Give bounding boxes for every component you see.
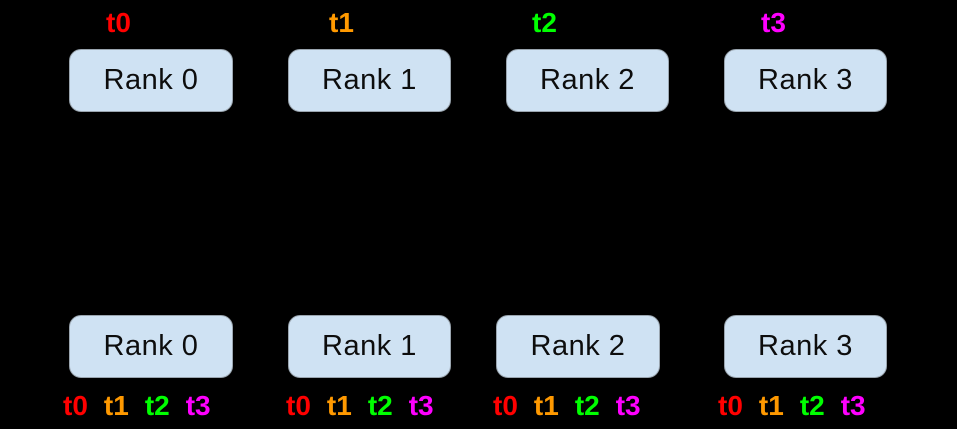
bottom-tensor-group-0: t0 t1 t2 t3 — [63, 390, 211, 422]
tensor-label-t1: t1 — [103, 390, 129, 421]
tensor-label-t1: t1 — [533, 390, 559, 421]
top-tensor-label-t2: t2 — [532, 7, 557, 38]
tensor-label-t3: t3 — [615, 390, 641, 421]
bottom-tensor-group-2: t0 t1 t2 t3 — [493, 390, 641, 422]
tensor-label-t3: t3 — [840, 390, 866, 421]
tensor-label-t2: t2 — [144, 390, 170, 421]
tensor-label-t2: t2 — [799, 390, 825, 421]
rank-box-bottom-1: Rank 1 — [288, 315, 451, 378]
tensor-label-t1: t1 — [758, 390, 784, 421]
rank-box-top-0: Rank 0 — [69, 49, 233, 112]
tensor-label-t0: t0 — [718, 390, 743, 421]
tensor-label-t3: t3 — [185, 390, 211, 421]
tensor-label-t3: t3 — [408, 390, 434, 421]
top-tensor-label-t1: t1 — [329, 7, 354, 38]
top-tensor-label-t0: t0 — [106, 7, 131, 38]
tensor-label-t1: t1 — [326, 390, 352, 421]
rank-box-top-1: Rank 1 — [288, 49, 451, 112]
bottom-tensor-group-3: t0 t1 t2 t3 — [718, 390, 866, 422]
rank-box-top-2: Rank 2 — [506, 49, 669, 112]
tensor-label-t0: t0 — [493, 390, 518, 421]
rank-box-bottom-2: Rank 2 — [496, 315, 660, 378]
rank-box-bottom-0: Rank 0 — [69, 315, 233, 378]
tensor-label-t2: t2 — [367, 390, 393, 421]
tensor-label-t0: t0 — [286, 390, 311, 421]
rank-box-bottom-3: Rank 3 — [724, 315, 887, 378]
tensor-label-t0: t0 — [63, 390, 88, 421]
tensor-label-t2: t2 — [574, 390, 600, 421]
top-tensor-label-t3: t3 — [761, 7, 786, 38]
bottom-tensor-group-1: t0 t1 t2 t3 — [286, 390, 434, 422]
rank-box-top-3: Rank 3 — [724, 49, 887, 112]
